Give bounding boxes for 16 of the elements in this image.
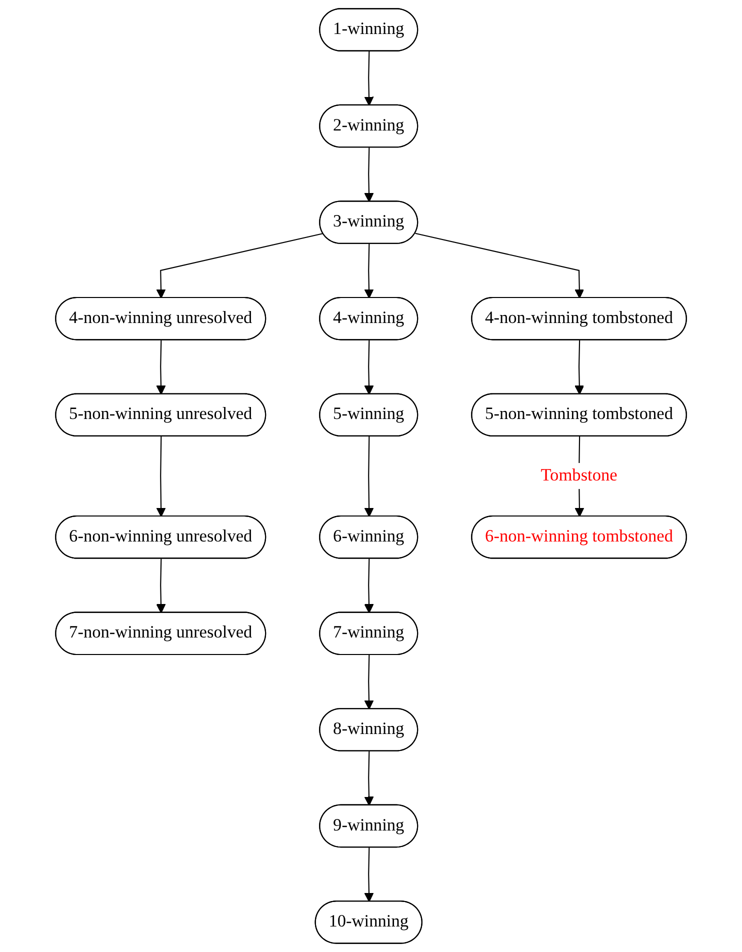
arrow (364, 436, 374, 517)
arrow (364, 51, 374, 106)
edge-label: Tombstone (540, 466, 618, 485)
arrow (364, 751, 374, 806)
arrow (364, 148, 374, 202)
arrow (364, 848, 374, 902)
arrow (364, 340, 374, 395)
arrow (364, 244, 374, 298)
arrow (156, 558, 166, 614)
arrow (156, 233, 324, 298)
arrow (364, 655, 374, 710)
arrow (156, 340, 166, 395)
arrow (415, 232, 584, 298)
arrow (156, 436, 166, 517)
arrow (574, 340, 584, 395)
arrow (364, 558, 374, 614)
